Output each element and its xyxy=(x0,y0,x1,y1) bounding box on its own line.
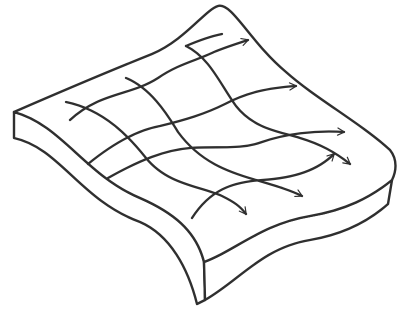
diagram xyxy=(0,0,402,320)
curved-sheet-figure xyxy=(0,0,402,320)
